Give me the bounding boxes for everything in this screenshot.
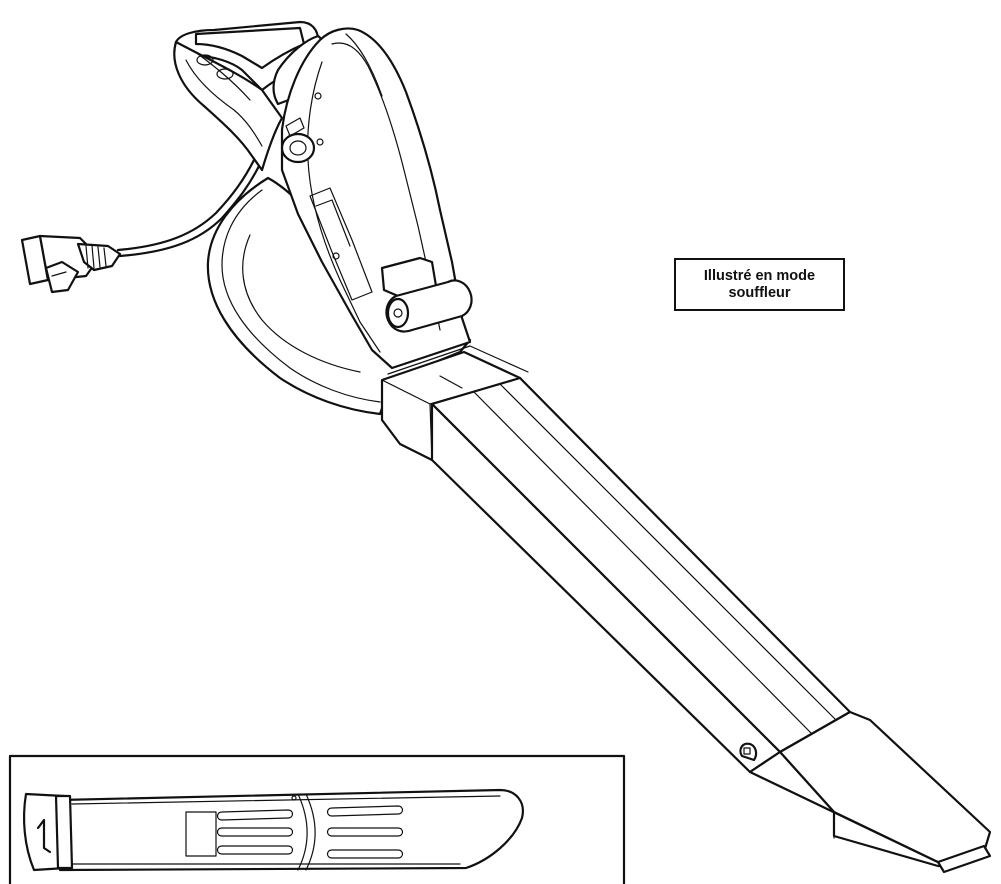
inset-panel bbox=[8, 754, 626, 884]
mode-callout-label: Illustré en mode souffleur bbox=[674, 258, 845, 311]
vacuum-tube-accessory bbox=[22, 788, 524, 872]
power-cord bbox=[116, 156, 264, 258]
callout-line-2: souffleur bbox=[728, 284, 791, 301]
callout-line-1: Illustré en mode bbox=[703, 267, 816, 284]
cord-plug bbox=[20, 234, 122, 294]
blower-body bbox=[173, 20, 992, 874]
